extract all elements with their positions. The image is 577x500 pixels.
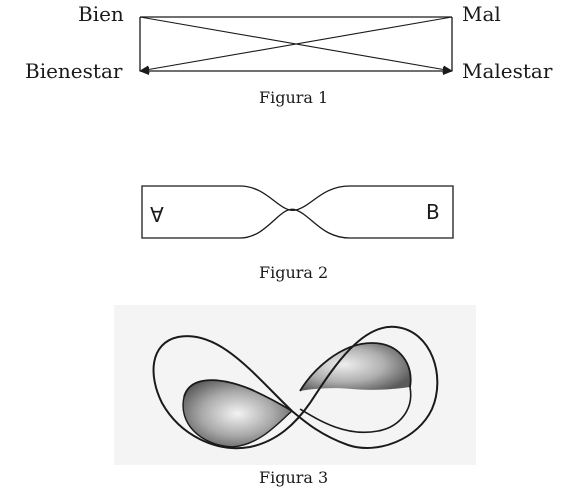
- mobius-lower-left-edge: [182, 396, 293, 448]
- diagonal-to-bienestar: [139, 16, 453, 74]
- strip-letter-b: B: [426, 200, 440, 224]
- caption-figura-2: Figura 2: [259, 263, 329, 282]
- figure2-diagram: [141, 185, 454, 239]
- figure1-diagram: [139, 16, 453, 75]
- mobius-twist-edge: [299, 386, 412, 433]
- label-bien: Bien: [78, 2, 124, 26]
- mobius-inner-edge-left: [183, 379, 293, 412]
- figure3-mobius-strip: [114, 305, 476, 465]
- mobius-outer-edge: [152, 325, 439, 450]
- label-mal: Mal: [462, 2, 501, 26]
- mobius-inner-edge-right: [299, 342, 412, 392]
- label-bienestar: Bienestar: [25, 59, 123, 83]
- figure3-background: [114, 305, 476, 465]
- twisted-strip-outline: [141, 185, 454, 239]
- caption-figura-3: Figura 3: [259, 468, 329, 487]
- right-shaded-surface: [300, 343, 411, 391]
- label-malestar: Malestar: [462, 59, 553, 83]
- strip-letter-a-inverted: A: [150, 202, 164, 226]
- caption-figura-1: Figura 1: [259, 88, 329, 107]
